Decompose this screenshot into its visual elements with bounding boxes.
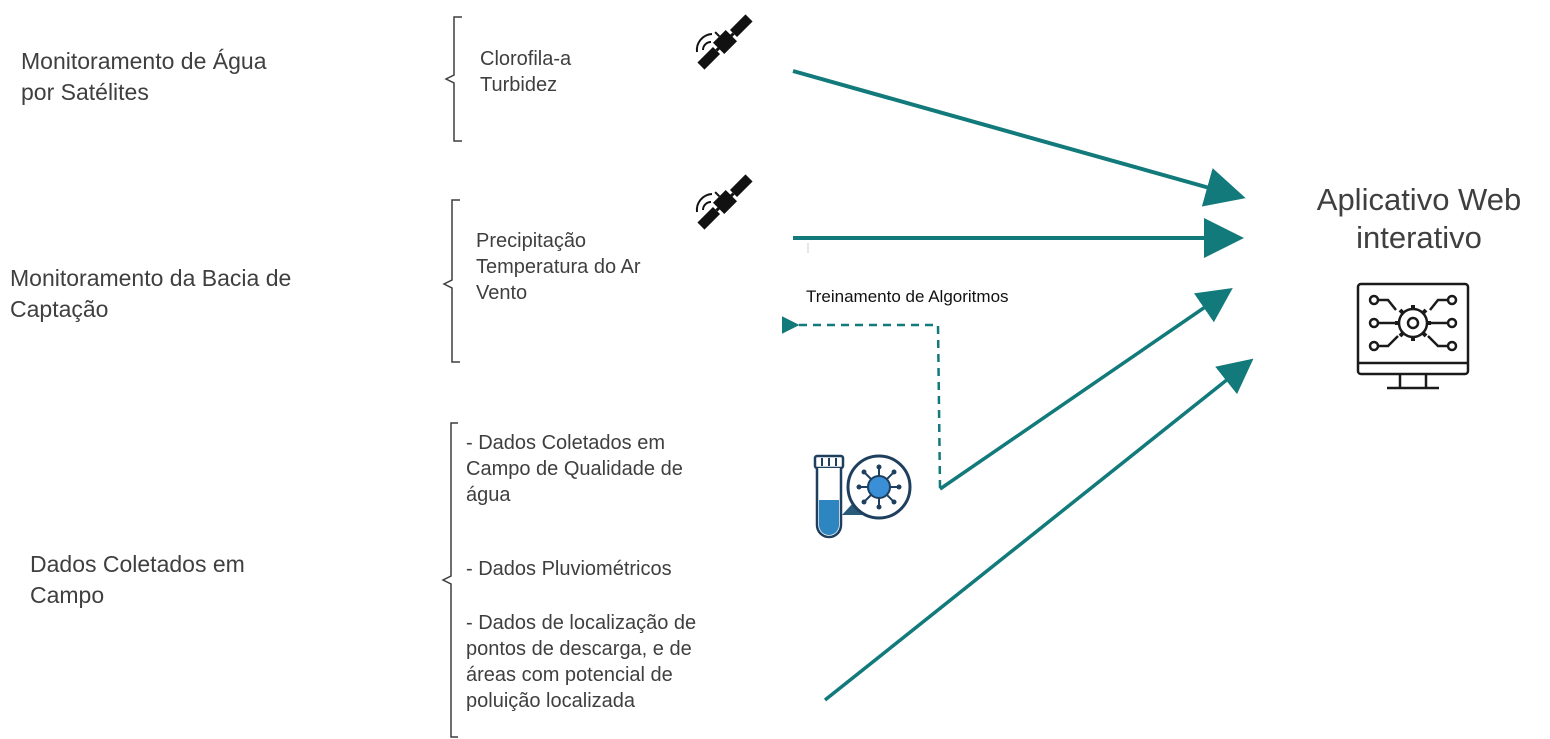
group-label-line: Campo (30, 582, 105, 608)
arrow-satellite-to-app (792, 69, 1246, 207)
item-wind: Vento (476, 282, 528, 304)
satellite-icon (697, 14, 753, 70)
items-satellite: Clorofila-a Turbidez (480, 46, 571, 98)
item-air-temperature: Temperatura do Ar (476, 256, 641, 278)
group-label-line: Monitoramento da Bacia de (10, 265, 292, 291)
item-rainfall: - Dados Pluviométricos (466, 558, 672, 580)
group-label-line: por Satélites (21, 79, 149, 105)
group-label-basin: Monitoramento da Bacia de Captação (10, 263, 291, 325)
bracket-basin (442, 199, 460, 363)
group-label-field: Dados Coletados em Campo (30, 549, 245, 611)
arrow-field-to-app (823, 358, 1254, 702)
monitor-gear-icon (1356, 282, 1470, 390)
item-precipitation: Precipitação (476, 230, 587, 252)
group-label-satellite: Monitoramento de Água por Satélites (21, 46, 267, 108)
items-basin: Precipitação Temperatura do Ar Vento (476, 228, 641, 306)
bracket-field (441, 422, 458, 738)
item-discharge-locations: - Dados de localização de pontos de desc… (466, 612, 697, 712)
items-field: - Dados Coletados em Campo de Qualidade … (466, 430, 683, 508)
training-dashed-arrow (782, 316, 942, 489)
satellite-icon (697, 174, 753, 230)
group-label-line: Dados Coletados em (30, 551, 245, 577)
group-label-line: Monitoramento de Água (21, 48, 267, 74)
water-sample-icon (813, 454, 912, 539)
arrow-sample-to-app (939, 288, 1233, 491)
bracket-satellite (444, 16, 462, 142)
item-turbidity: Turbidez (480, 74, 558, 96)
item-chlorophyll: Clorofila-a (480, 48, 572, 70)
group-label-line: Captação (10, 296, 109, 322)
target-title-line: interativo (1356, 220, 1482, 255)
target-title-line: Aplicativo Web (1316, 182, 1522, 217)
training-label: Treinamento de Algoritmos (806, 287, 1009, 306)
item-water-quality: - Dados Coletados em Campo de Qualidade … (466, 432, 683, 506)
target-title: Aplicativo Web interativo (1278, 181, 1550, 257)
